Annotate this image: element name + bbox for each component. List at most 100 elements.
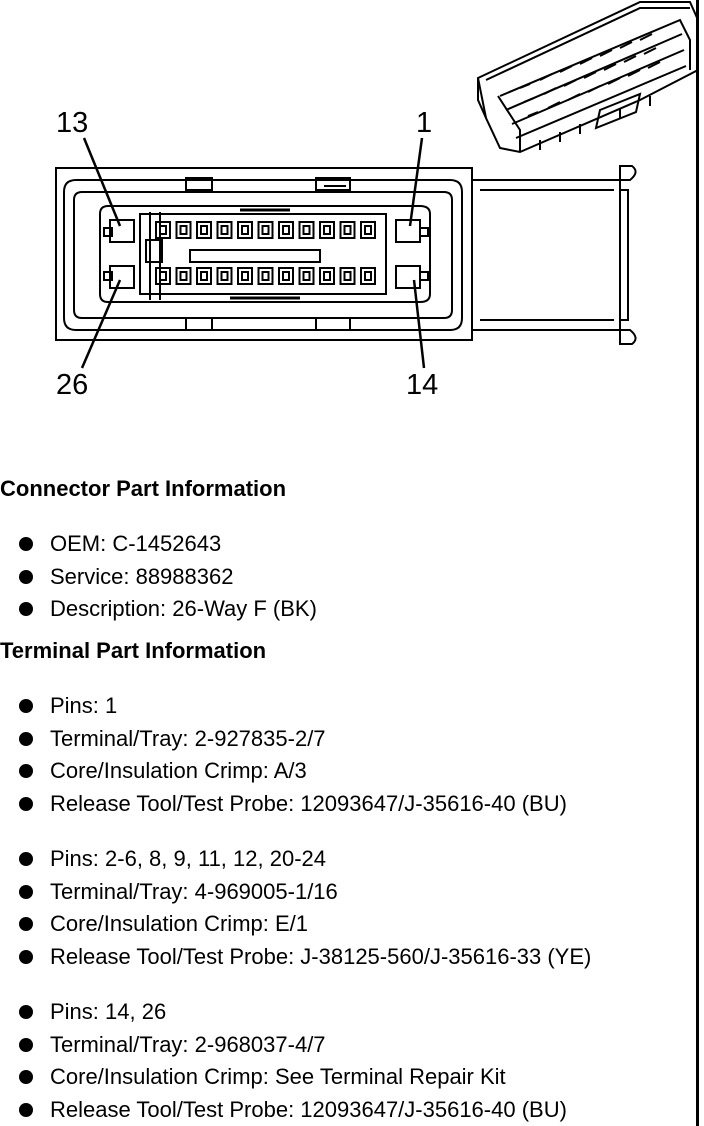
terminal-cavity [278, 267, 294, 285]
connector-diagram: 13 1 26 14 [55, 1, 699, 401]
terminal-cavity [298, 221, 315, 239]
list-item: Release Tool/Test Probe: 12093647/J-3561… [0, 788, 567, 821]
list-item: Terminal/Tray: 2-968037-4/7 [0, 1029, 567, 1062]
bullet-icon [19, 731, 33, 746]
list-item-text: Description: 26-Way F (BK) [50, 596, 317, 621]
list-item: Release Tool/Test Probe: J-38125-560/J-3… [0, 941, 591, 974]
bullet-icon [19, 1070, 33, 1084]
list-item-text: Pins: 2-6, 8, 9, 11, 12, 20-24 [50, 846, 326, 871]
list-item: Core/Insulation Crimp: See Terminal Repa… [0, 1061, 567, 1094]
terminal-cavity-inner [261, 225, 270, 235]
connector-part-list: OEM: C-1452643 Service: 88988362 Descrip… [0, 528, 317, 626]
terminal-cavity [216, 221, 233, 239]
list-item-text: Pins: 1 [50, 693, 118, 718]
pin-label-13: 13 [56, 107, 88, 139]
list-item: Pins: 14, 26 [0, 996, 567, 1029]
terminal-cavity-inner [220, 271, 229, 281]
pin-label-26: 26 [56, 369, 88, 401]
terminal-cavity [175, 221, 192, 239]
terminal-cavity-inner [200, 225, 208, 235]
terminal-cavity-inner [261, 271, 270, 281]
bullet-icon [19, 569, 33, 584]
list-item-text: Core/Insulation Crimp: A/3 [50, 758, 307, 783]
terminal-cavity [360, 221, 376, 239]
list-item: OEM: C-1452643 [0, 528, 317, 561]
terminal-cavity-inner [323, 271, 331, 281]
terminal-cavity [257, 267, 274, 285]
terminal-cavity [339, 267, 356, 285]
terminal-group-3: Pins: 14, 26 Terminal/Tray: 2-968037-4/7… [0, 996, 567, 1126]
list-item: Pins: 1 [0, 690, 567, 723]
bullet-icon [19, 699, 33, 713]
list-item-text: Terminal/Tray: 4-969005-1/16 [50, 878, 338, 904]
terminal-cavity-inner [302, 271, 311, 281]
pin-label-14: 14 [406, 369, 438, 401]
bullet-icon [19, 1037, 33, 1052]
list-item: Terminal/Tray: 4-969005-1/16 [0, 876, 591, 909]
terminal-cavity-inner [241, 271, 249, 281]
terminal-cavity-inner [364, 225, 372, 235]
terminal-cavity-inner [302, 225, 311, 235]
list-item-text: Release Tool/Test Probe: J-38125-560/J-3… [50, 943, 592, 969]
terminal-cavity [196, 221, 212, 239]
terminal-cavity-inner [282, 271, 290, 281]
list-item: Terminal/Tray: 2-927835-2/7 [0, 723, 567, 756]
list-item-text: Pins: 14, 26 [50, 999, 167, 1024]
bullet-icon [19, 917, 33, 931]
connector-part-heading: Connector Part Information [0, 476, 287, 501]
terminal-cavity [257, 221, 274, 239]
terminal-part-heading: Terminal Part Information [0, 638, 267, 663]
list-item-text: Terminal/Tray: 2-927835-2/7 [50, 725, 326, 751]
list-item: Release Tool/Test Probe: 12093647/J-3561… [0, 1094, 567, 1126]
list-item-text: Core/Insulation Crimp: See Terminal Repa… [50, 1064, 506, 1089]
terminal-cavity-inner [282, 225, 290, 235]
list-item: Description: 26-Way F (BK) [0, 593, 317, 626]
terminal-cavity-inner [179, 225, 188, 235]
terminal-cavity [360, 267, 376, 285]
list-item: Service: 88988362 [0, 561, 317, 594]
bullet-icon [19, 764, 33, 778]
terminal-cavity [298, 267, 315, 285]
terminal-cavity-inner [323, 225, 331, 235]
bullet-icon [19, 852, 33, 866]
pin-leader-lines [80, 137, 426, 369]
connector-isometric-view [476, 1, 699, 154]
terminal-cavity-inner [241, 225, 249, 235]
terminal-cavity [278, 221, 294, 239]
terminal-cavity-inner [220, 225, 229, 235]
terminal-cavity-inner [200, 271, 208, 281]
terminal-cavity-inner [343, 271, 352, 281]
list-item-text: Service: 88988362 [50, 563, 234, 589]
terminal-cavity-inner [159, 225, 167, 235]
terminal-group-1: Pins: 1 Terminal/Tray: 2-927835-2/7 Core… [0, 690, 567, 820]
terminal-cavity [155, 267, 171, 285]
terminal-cavity [196, 267, 212, 285]
list-item: Core/Insulation Crimp: E/1 [0, 908, 591, 941]
list-item-text: Release Tool/Test Probe: 12093647/J-3561… [50, 790, 567, 816]
bullet-icon [19, 884, 33, 899]
page-edge-rule [696, 0, 699, 1126]
terminal-cavity-inner [343, 225, 352, 235]
terminal-cavity [175, 267, 192, 285]
bullet-icon [19, 1102, 33, 1117]
terminal-cavity [339, 221, 356, 239]
list-item-text: Terminal/Tray: 2-968037-4/7 [50, 1031, 326, 1057]
list-item-text: OEM: C-1452643 [50, 531, 222, 556]
pin-label-1: 1 [416, 107, 432, 139]
terminal-cavity-rows [155, 221, 376, 285]
terminal-cavity [319, 267, 335, 285]
list-item: Pins: 2-6, 8, 9, 11, 12, 20-24 [0, 843, 591, 876]
bullet-icon [19, 949, 33, 964]
list-item: Core/Insulation Crimp: A/3 [0, 755, 567, 788]
terminal-cavity [216, 267, 233, 285]
connector-face-view [55, 165, 637, 345]
list-item-text: Release Tool/Test Probe: 12093647/J-3561… [50, 1096, 567, 1122]
terminal-cavity [155, 221, 171, 239]
terminal-cavity [237, 267, 253, 285]
bullet-icon [19, 1005, 33, 1019]
terminal-cavity-inner [364, 271, 372, 281]
bullet-icon [19, 796, 33, 811]
terminal-cavity-inner [179, 271, 188, 281]
terminal-group-2: Pins: 2-6, 8, 9, 11, 12, 20-24 Terminal/… [0, 843, 591, 973]
terminal-cavity [319, 221, 335, 239]
